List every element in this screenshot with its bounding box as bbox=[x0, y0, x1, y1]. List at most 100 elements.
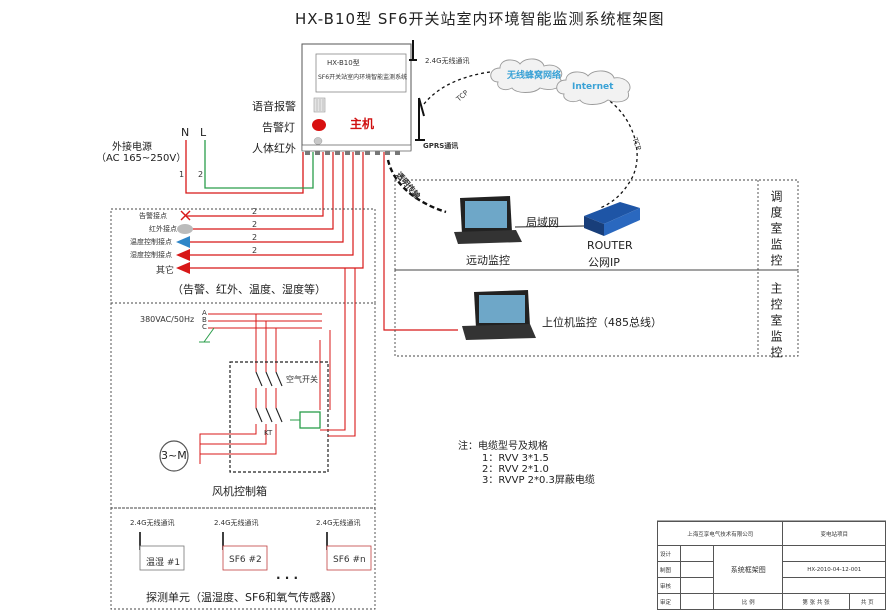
contact-end-cross-icon bbox=[180, 210, 191, 221]
tb-sheet: 第 张 共 张 bbox=[782, 593, 850, 610]
contact-label-0: 告警接点 bbox=[139, 212, 167, 220]
contacts-caption: （告警、红外、温度、湿度等） bbox=[172, 283, 326, 296]
fan-caption: 风机控制箱 bbox=[212, 485, 267, 498]
motor-label: 3~M bbox=[161, 449, 187, 462]
wire-spec-2: 2 bbox=[198, 170, 204, 179]
tb-check: 审核 bbox=[657, 577, 681, 594]
dispatch-zone bbox=[394, 179, 799, 271]
sensor-wireless-2: 2.4G无线通讯 bbox=[214, 519, 259, 527]
fan-zone bbox=[110, 302, 376, 509]
gprs-link bbox=[423, 70, 499, 105]
notes-line-1: 1：RVV 3*1.5 bbox=[482, 453, 549, 464]
pir-label: 人体红外 bbox=[252, 142, 296, 155]
contact-label-1: 红外接点 bbox=[149, 225, 177, 233]
phase-c: C bbox=[202, 323, 207, 331]
wire-spec-1: 1 bbox=[179, 170, 185, 179]
terminal-bar bbox=[301, 144, 412, 152]
contact-wire-3: 2 bbox=[252, 246, 258, 255]
upper-monitor-label: 上位机监控（485总线） bbox=[542, 316, 662, 329]
sensor-label-1: 温湿 #1 bbox=[146, 558, 181, 568]
gprs-antenna-icon bbox=[415, 97, 425, 141]
voice-alarm-label: 语音报警 bbox=[252, 100, 296, 113]
contact-end-blue-arrow-icon bbox=[176, 236, 190, 248]
tb-ratio: 比 例 bbox=[712, 593, 784, 610]
sensor-dots: . . . bbox=[276, 568, 299, 582]
lan-label: 局域网 bbox=[526, 216, 559, 229]
host-main-label: 主机 bbox=[350, 117, 375, 131]
contact-end-oval-icon bbox=[177, 224, 193, 234]
sensor-box-n bbox=[326, 545, 372, 571]
notes-line-2: 2：RVV 2*1.0 bbox=[482, 464, 549, 475]
motor-icon bbox=[159, 440, 189, 472]
contact-end-red-arrow-icon bbox=[176, 249, 190, 261]
router-label: ROUTER bbox=[587, 239, 633, 252]
rs485-wire bbox=[383, 152, 458, 331]
power-wires bbox=[185, 140, 314, 194]
dispatch-room-label: 调度室监控 bbox=[769, 190, 783, 270]
contact-wire-1: 2 bbox=[252, 220, 258, 229]
speaker-grille bbox=[313, 97, 326, 113]
relay-coil bbox=[299, 411, 321, 429]
tb-company: 上海互享电气技术有限公司 bbox=[656, 521, 784, 546]
contact-wires bbox=[186, 152, 364, 269]
contact-label-4: 其它 bbox=[156, 266, 175, 276]
sensor-wireless-1: 2.4G无线通讯 bbox=[130, 519, 175, 527]
lan-wire bbox=[514, 225, 585, 228]
page-title: HX-B10型 SF6开关站室内环境智能监测系统框架图 bbox=[295, 10, 665, 28]
contact-label-2: 温度控制接点 bbox=[130, 238, 172, 246]
power-n: N bbox=[181, 126, 190, 139]
transparent-link bbox=[386, 159, 447, 214]
sensor-box-1 bbox=[139, 545, 185, 571]
relay-label: KT bbox=[264, 429, 273, 437]
remote-laptop-icon bbox=[454, 196, 522, 244]
phase-b: B bbox=[202, 316, 207, 324]
fan-control-inner bbox=[229, 361, 329, 473]
sensor-caption: 探测单元（温湿度、SF6和氧气传感器） bbox=[146, 591, 343, 604]
power-l: L bbox=[200, 126, 207, 139]
remote-monitor-label: 远动监控 bbox=[466, 254, 510, 267]
tb-design: 设计 bbox=[657, 545, 681, 562]
sensor-zone bbox=[110, 507, 376, 610]
contact-wire-0: 2 bbox=[252, 207, 258, 216]
sensor-label-n: SF6 #n bbox=[333, 555, 366, 565]
phase-drops bbox=[199, 314, 331, 464]
sensor-box-2 bbox=[222, 545, 268, 571]
alarm-lamp-label: 告警灯 bbox=[262, 121, 295, 134]
notes-line-3: 3：RVVP 2*0.3屏蔽电缆 bbox=[482, 475, 595, 486]
breaker-label: 空气开关 bbox=[286, 375, 318, 384]
fan-supply-label: 380VAC/50Hz bbox=[140, 315, 195, 324]
tb-approve: 审定 bbox=[657, 593, 681, 610]
power-label: 外接电源 bbox=[112, 142, 152, 153]
contact-label-3: 湿度控制接点 bbox=[130, 251, 172, 259]
gprs-label: GPRS通讯 bbox=[423, 142, 459, 150]
cloud-icon bbox=[556, 70, 631, 105]
power-range: （AC 165~250V） bbox=[96, 153, 187, 164]
ground-icon bbox=[199, 327, 215, 343]
public-ip-label: 公网IP bbox=[588, 256, 620, 269]
router-icon bbox=[584, 202, 640, 236]
pir-sensor bbox=[313, 137, 323, 145]
cloud-icon bbox=[490, 58, 563, 93]
host-system-name: SF6开关站室内环境智能监测系统 bbox=[318, 74, 408, 81]
tb-extra: 共 页 bbox=[848, 593, 887, 610]
title-block: 上海互享电气技术有限公司 变电站项目 设计 系统框架图 制图 HX-2010-0… bbox=[656, 521, 887, 610]
control-room-label: 主控室监控 bbox=[769, 282, 783, 362]
contact-wire-2: 2 bbox=[252, 233, 258, 242]
three-phase-bus bbox=[208, 313, 322, 329]
cloud-internet-label: Internet bbox=[572, 82, 614, 92]
tb-project: 变电站项目 bbox=[782, 521, 886, 546]
internet-link bbox=[599, 94, 638, 209]
tb-draw: 制图 bbox=[657, 561, 681, 578]
sensor-label-2: SF6 #2 bbox=[229, 555, 262, 565]
sensor-wireless-n: 2.4G无线通讯 bbox=[316, 519, 361, 527]
notes-title: 注：电缆型号及规格 bbox=[458, 441, 548, 452]
alarm-lamp-red bbox=[312, 119, 326, 131]
upper-laptop-icon bbox=[462, 290, 536, 340]
host-model: HX-B10型 bbox=[327, 59, 360, 67]
tb-drawing-no: HX-2010-04-12-001 bbox=[782, 561, 886, 578]
antenna-icon bbox=[409, 40, 417, 61]
tb-drawing-name: 系统框架图 bbox=[712, 545, 784, 594]
phase-a: A bbox=[202, 309, 207, 317]
host-wireless-label: 2.4G无线通讯 bbox=[425, 57, 470, 65]
